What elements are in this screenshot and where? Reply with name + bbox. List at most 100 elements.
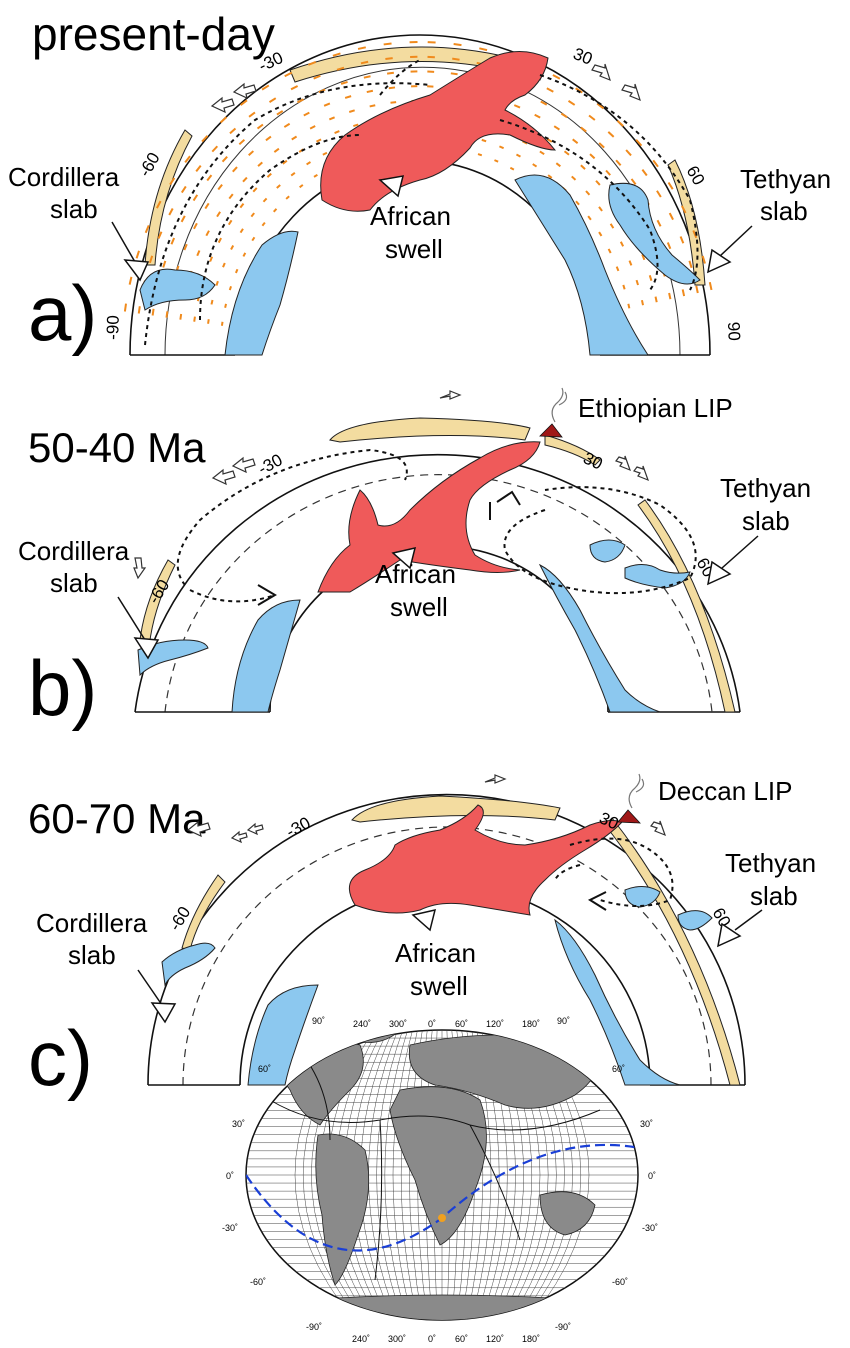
velocity-vector xyxy=(648,274,653,282)
surface-arrow-c4 xyxy=(484,774,507,784)
pointer-african-b xyxy=(391,546,417,570)
velocity-vector xyxy=(192,194,199,202)
african-swell-b xyxy=(317,441,541,593)
map-bottom-lon-1: 300˚ xyxy=(388,1334,406,1344)
slab-east-deep-a xyxy=(514,174,649,356)
velocity-vector xyxy=(635,139,643,147)
velocity-vector xyxy=(123,303,127,312)
panel-b: 50-40 Ma b) Ethiopian LIP xyxy=(18,387,811,732)
map-top-lon-5: 180˚ xyxy=(522,1019,540,1029)
velocity-vector xyxy=(555,162,561,168)
velocity-vector xyxy=(607,248,612,254)
label-african-a-2: swell xyxy=(385,234,443,264)
velocity-vector xyxy=(681,205,687,214)
velocity-vector xyxy=(580,126,587,133)
velocity-vector xyxy=(137,306,141,314)
surface-arrow-c1 xyxy=(186,820,211,838)
map-right-lat-2: 30˚ xyxy=(640,1119,653,1129)
velocity-vector xyxy=(575,200,580,206)
velocity-vector xyxy=(165,311,169,318)
velocity-vector xyxy=(479,47,488,52)
panel-b-plate-crust-west xyxy=(139,559,176,641)
velocity-vector xyxy=(615,159,622,166)
velocity-vector xyxy=(619,241,625,247)
surface-arrow-b1 xyxy=(211,468,236,486)
velocity-vector xyxy=(169,177,176,186)
velocity-vector xyxy=(180,185,187,194)
velocity-vector xyxy=(217,183,223,191)
velocity-vector xyxy=(627,303,631,309)
velocity-vector xyxy=(388,86,396,90)
velocity-vector xyxy=(369,104,376,108)
cordillera-slab-b xyxy=(137,639,209,677)
velocity-vector xyxy=(184,155,191,163)
velocity-vector xyxy=(157,231,163,239)
map-right-lat-labels: 90˚ 60˚ 30˚ 0˚ -30˚ -60˚ -90˚ xyxy=(555,1016,658,1332)
velocity-vector xyxy=(240,99,248,106)
label-cordillera-c-1: Cordillera xyxy=(36,908,148,938)
graticule-meridian xyxy=(400,1030,418,1320)
flow-line-a3 xyxy=(539,74,699,291)
velocity-vector xyxy=(205,230,210,237)
panel-a-plate-crust-east xyxy=(667,159,706,286)
velocity-vector xyxy=(532,163,538,168)
velocity-vector xyxy=(513,104,521,109)
velocity-vector xyxy=(273,147,280,153)
flow-line-c1 xyxy=(569,837,674,907)
african-swell-a xyxy=(320,51,557,212)
velocity-vector xyxy=(640,300,644,306)
velocity-vector xyxy=(607,131,615,138)
velocity-vector xyxy=(234,268,239,274)
velocity-vector xyxy=(216,211,221,218)
velocity-vector xyxy=(334,130,340,134)
velocity-vector xyxy=(563,150,570,156)
velocity-vector xyxy=(708,281,713,291)
map-bottom-lon-4: 120˚ xyxy=(486,1334,504,1344)
velocity-vector xyxy=(128,276,133,285)
velocity-vector xyxy=(285,195,290,200)
pointer-african-a xyxy=(378,175,405,198)
tick-b-neg30: -30 xyxy=(255,450,286,478)
slab-blob-b1 xyxy=(589,539,626,563)
map-left-lat-3: 0˚ xyxy=(226,1171,234,1181)
velocity-vector xyxy=(615,266,620,272)
flow-line-a4 xyxy=(499,119,659,291)
map-bottom-lon-0: 240˚ xyxy=(352,1334,370,1344)
flow-line-b2 xyxy=(189,589,276,603)
map-right-lat-4: -30˚ xyxy=(642,1223,658,1233)
label-tethyan-a-1: Tethyan xyxy=(740,164,831,194)
label-african-b-2: swell xyxy=(390,592,448,622)
velocity-vector xyxy=(363,75,371,79)
map-left-lat-1: 60˚ xyxy=(258,1064,271,1074)
velocity-vector xyxy=(515,153,521,158)
velocity-vector xyxy=(628,260,633,266)
velocity-vector xyxy=(540,100,548,106)
panel-c-plate-crust-west xyxy=(181,874,226,951)
panel-a: present-day a) -30 30 xyxy=(8,8,831,357)
velocity-vector xyxy=(679,236,685,244)
panel-c-letter: c) xyxy=(28,1014,93,1102)
velocity-vector xyxy=(309,125,316,130)
map-right-lat-6: -90˚ xyxy=(555,1322,571,1332)
velocity-vector xyxy=(282,159,288,165)
map-bottom-lon-2: 0˚ xyxy=(428,1334,436,1344)
velocity-vector xyxy=(477,153,483,157)
velocity-vector xyxy=(390,101,397,104)
panel-b-title: 50-40 Ma xyxy=(28,424,206,471)
velocity-vector xyxy=(242,252,247,257)
land-africa xyxy=(389,1086,487,1246)
velocity-vector xyxy=(598,142,605,149)
tick-a-neg90: -90 xyxy=(103,315,123,340)
map-right-lat-5: -60˚ xyxy=(612,1277,628,1287)
velocity-vector xyxy=(625,149,632,157)
velocity-vector xyxy=(616,120,624,127)
velocity-vector xyxy=(306,161,311,166)
velocity-vector xyxy=(688,260,693,269)
velocity-vector xyxy=(268,97,277,103)
velocity-vector xyxy=(210,299,214,305)
velocity-vector xyxy=(266,172,272,178)
label-tethyan-b-1: Tethyan xyxy=(720,473,811,503)
velocity-vector xyxy=(261,221,266,227)
velocity-vector xyxy=(228,193,234,200)
surface-arrow-b4 xyxy=(133,557,147,580)
